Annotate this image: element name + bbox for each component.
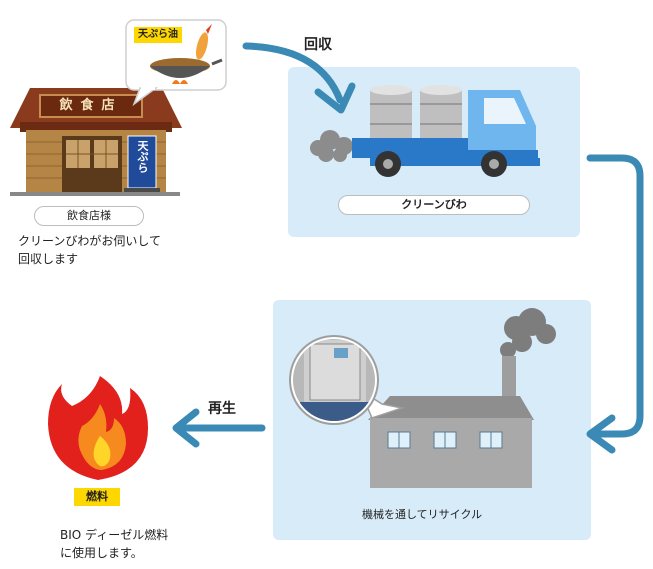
fuel-caption-line2: に使用します。 xyxy=(60,546,143,560)
factory-icon xyxy=(368,308,556,488)
collect-arrow xyxy=(242,42,344,104)
clean-biwa-pill: クリーンびわ xyxy=(338,195,530,215)
collect-arrow-label: 回収 xyxy=(304,37,332,53)
restaurant-pill: 飲食店様 xyxy=(34,206,144,226)
restaurant-sign: 飲食店 xyxy=(59,98,123,113)
fuel-caption-line1: BIO ディーゼル燃料 xyxy=(60,528,169,542)
truck-icon xyxy=(310,85,540,177)
regenerate-arrow-label: 再生 xyxy=(208,401,236,417)
restaurant-caption-line1: クリーンびわがお伺いして xyxy=(18,234,162,248)
restaurant-side-sign: 天ぷら xyxy=(136,140,149,173)
restaurant-icon xyxy=(10,88,182,196)
fuel-tag: 燃料 xyxy=(74,488,120,506)
machine-photo-bubble xyxy=(289,335,405,425)
restaurant-caption-line2: 回収します xyxy=(18,252,79,266)
tempura-oil-tag: 天ぷら油 xyxy=(134,27,182,43)
factory-caption: 機械を通してリサイクル xyxy=(362,508,483,521)
transport-arrow xyxy=(586,154,644,438)
fire-icon xyxy=(48,376,148,480)
